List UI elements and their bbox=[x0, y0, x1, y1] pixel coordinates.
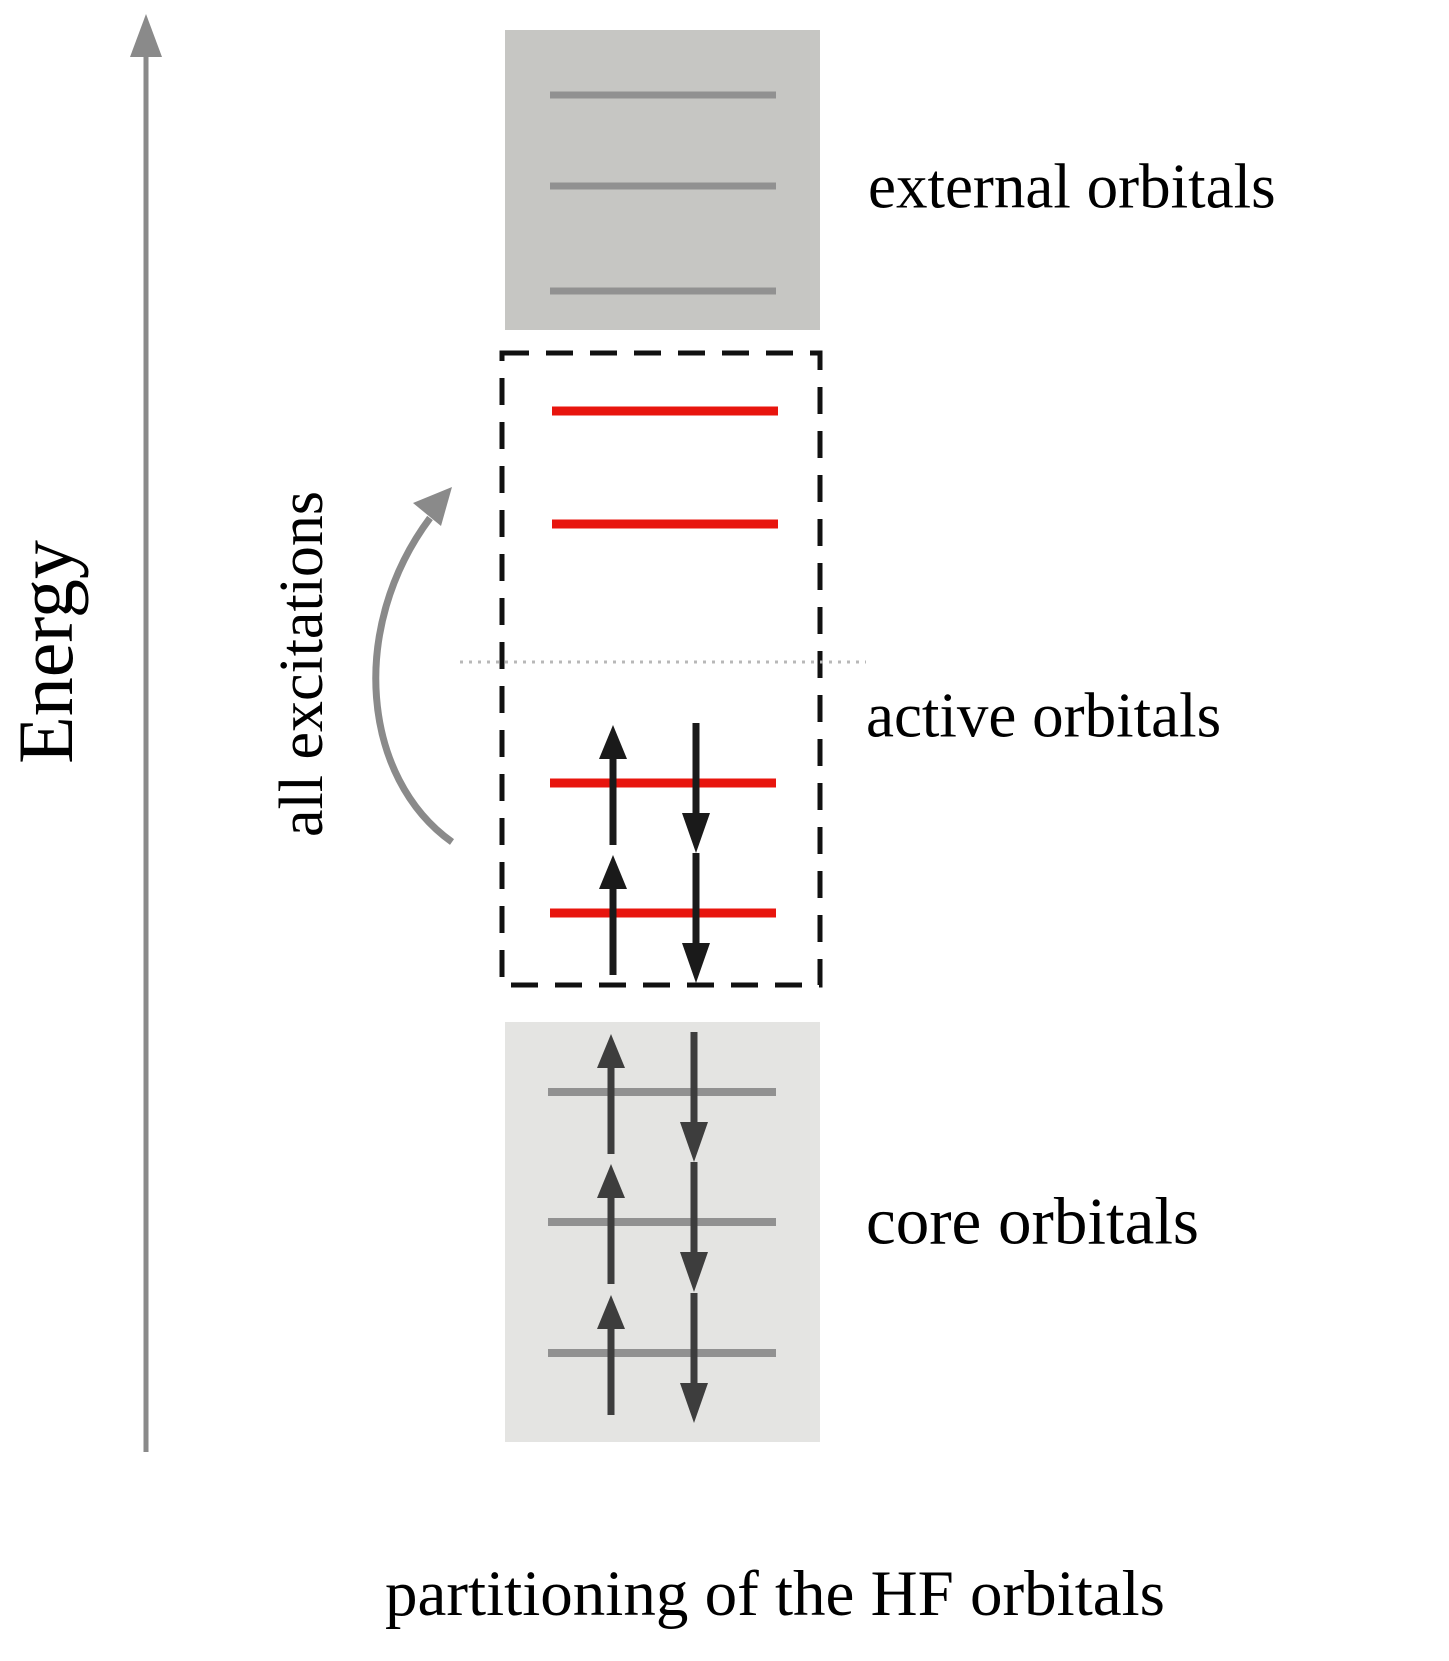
electron-pair-arrows bbox=[599, 723, 710, 853]
core-orbitals-label: core orbitals bbox=[866, 1184, 1200, 1259]
diagram-caption: partitioning of the HF orbitals bbox=[385, 1558, 1165, 1630]
core-orbitals-box bbox=[505, 1022, 820, 1442]
energy-axis-label: Energy bbox=[2, 540, 89, 764]
electron-pair-arrows bbox=[597, 1032, 708, 1162]
active-virtual-levels bbox=[552, 406, 778, 529]
external-orbitals-box bbox=[505, 30, 820, 330]
excitation-curved-arrow bbox=[372, 487, 455, 845]
electron-pair-arrows bbox=[597, 1162, 708, 1292]
active-orbitals-label: active orbitals bbox=[866, 680, 1222, 751]
energy-axis-arrow bbox=[130, 14, 162, 1452]
all-excitations-label: all excitations bbox=[268, 490, 336, 838]
core-orbital-levels bbox=[548, 1088, 776, 1357]
external-orbitals-label: external orbitals bbox=[868, 151, 1276, 222]
electron-pair-arrows bbox=[599, 853, 710, 983]
electron-pair-arrows bbox=[597, 1293, 708, 1423]
active-occupied-levels bbox=[550, 778, 776, 918]
active-space-dashed-box bbox=[499, 350, 823, 988]
external-orbital-levels bbox=[550, 91, 776, 295]
